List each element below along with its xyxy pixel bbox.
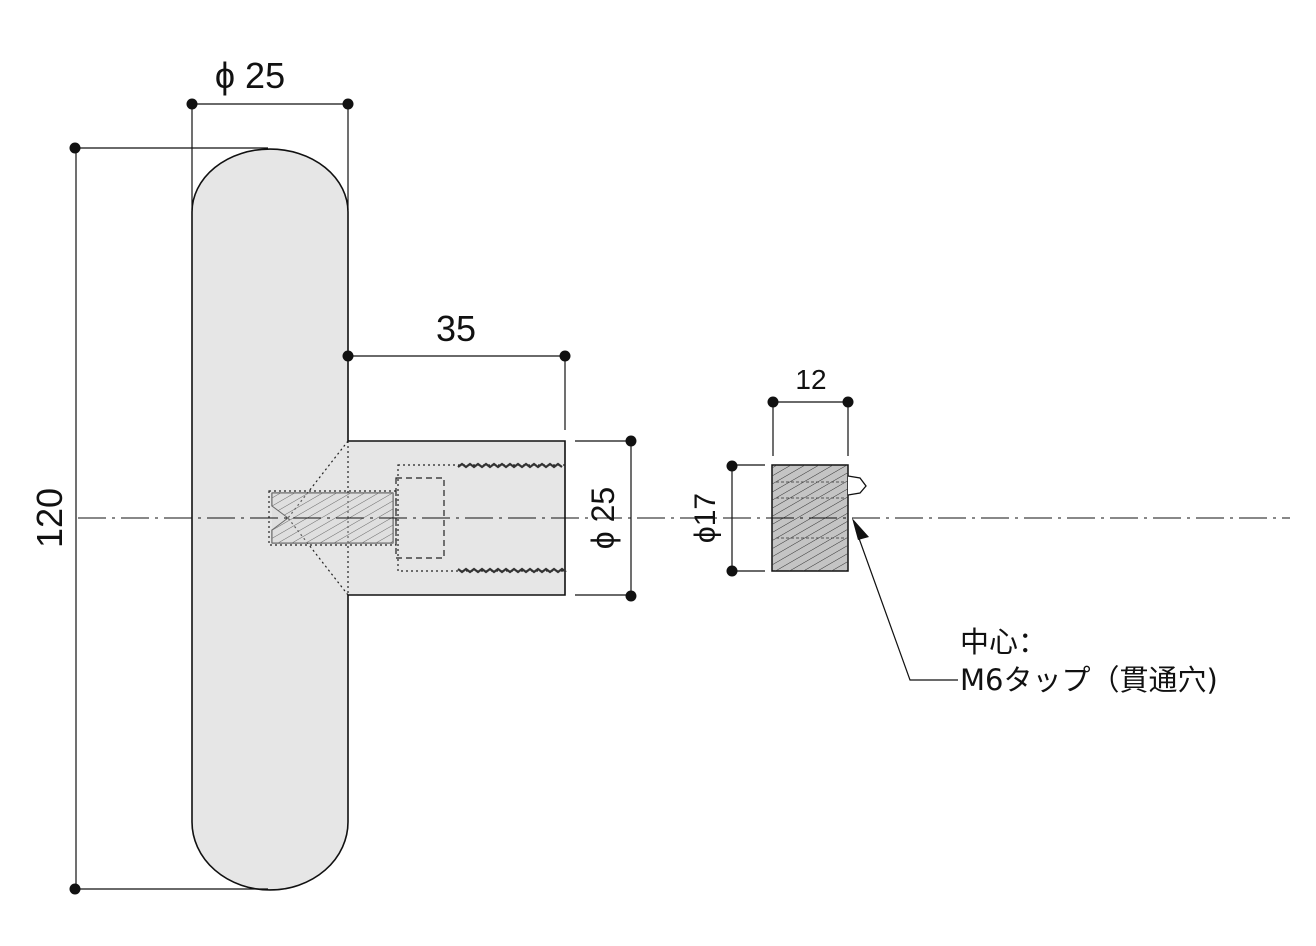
dimension-lines — [75, 103, 958, 890]
note-leader-line — [855, 529, 958, 681]
dim-stem-diameter-label: ϕ 25 — [585, 487, 621, 549]
dim-insert-diameter-label: ϕ17 — [689, 493, 722, 543]
internal-thread — [457, 462, 567, 574]
leader-arrowhead — [852, 518, 869, 540]
dim-handle-length-label: 120 — [29, 488, 70, 548]
stud-hatched-section — [271, 492, 394, 544]
thread-lower — [457, 567, 567, 574]
dim-insert-length-label: 12 — [795, 364, 826, 395]
insert-tip — [847, 475, 867, 496]
dim-handle-diameter-label: ϕ 25 — [215, 55, 285, 96]
embedded-stud — [271, 492, 394, 544]
dim-stem-length-label: 35 — [436, 308, 476, 349]
thread-upper — [457, 462, 563, 469]
note-line-2: M6タップ（貫通穴) — [960, 663, 1218, 697]
dimension-dots — [69, 98, 854, 895]
stud-background — [272, 493, 393, 543]
note-line-1: 中心： — [960, 625, 1047, 659]
